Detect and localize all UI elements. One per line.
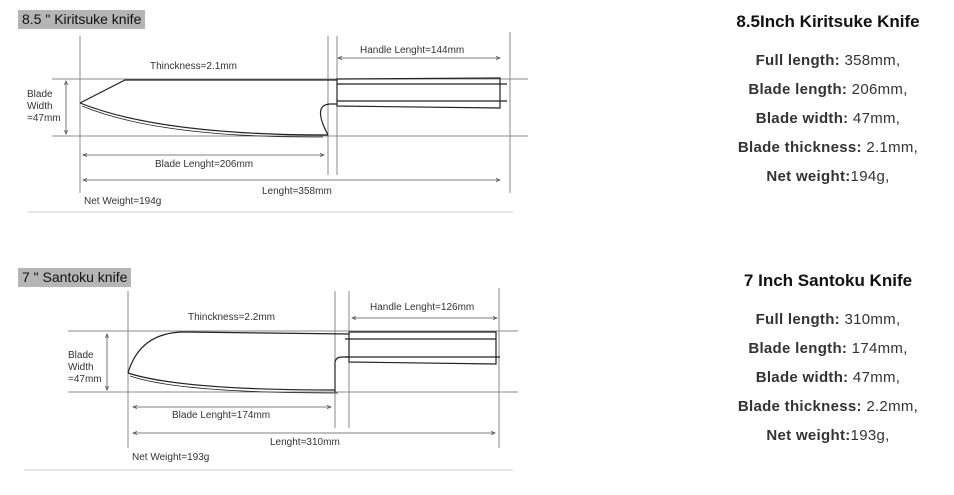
kiritsuke-dimension-arrows bbox=[66, 58, 500, 180]
santoku-handle-length-label: Handle Lenght=126mm bbox=[370, 302, 475, 313]
kiritsuke-blade-length-label: Blade Lenght=206mm bbox=[155, 159, 254, 170]
blade-width-line: =47mm bbox=[27, 113, 61, 124]
kiritsuke-length-label: Lenght=358mm bbox=[262, 186, 332, 197]
kiritsuke-knife-outline bbox=[79, 77, 507, 138]
santoku-dimension-arrows bbox=[107, 318, 497, 433]
santoku-net-weight-label: Net Weight=193g bbox=[132, 452, 210, 463]
spec-value: 193g, bbox=[850, 427, 890, 444]
spec-value: 2.2mm, bbox=[861, 398, 919, 415]
spec-label: Blade thickness: bbox=[737, 398, 862, 415]
blade-width-line: Width bbox=[68, 362, 94, 373]
spec-label: Blade width: bbox=[755, 369, 849, 386]
kiritsuke-spec-panel: 8.5Inch Kiritsuke Knife Full length: 358… bbox=[700, 11, 954, 191]
spec-label: Net weight: bbox=[766, 427, 851, 444]
spec-row: Net weight:193g, bbox=[700, 421, 954, 450]
spec-value: 194g, bbox=[850, 168, 890, 185]
blade-width-line: Width bbox=[27, 101, 53, 112]
santoku-spec-panel: 7 Inch Santoku Knife Full length: 310mm,… bbox=[700, 270, 954, 450]
spec-row: Blade thickness: 2.2mm, bbox=[700, 392, 954, 421]
spec-value: 206mm, bbox=[847, 81, 908, 98]
spec-value: 174mm, bbox=[847, 340, 908, 357]
kiritsuke-net-weight-label: Net Weight=194g bbox=[84, 196, 162, 207]
santoku-guides bbox=[24, 288, 518, 471]
kiritsuke-handle-length-label: Handle Lenght=144mm bbox=[360, 45, 465, 56]
kiritsuke-diagram-title: 8.5 " Kiritsuke knife bbox=[18, 10, 146, 29]
spec-value: 47mm, bbox=[848, 110, 901, 127]
spec-value: 47mm, bbox=[848, 369, 901, 386]
santoku-knife-outline bbox=[127, 331, 500, 394]
blade-width-line: Blade bbox=[27, 89, 53, 100]
santoku-thickness-label: Thinckness=2.2mm bbox=[188, 312, 275, 323]
spec-value: 310mm, bbox=[839, 311, 901, 328]
spec-label: Full length: bbox=[755, 52, 840, 69]
spec-title: 8.5Inch Kiritsuke Knife bbox=[736, 12, 920, 31]
spec-row: Full length: 310mm, bbox=[700, 305, 954, 334]
santoku-length-label: Lenght=310mm bbox=[270, 437, 340, 448]
spec-label: Blade length: bbox=[748, 340, 848, 357]
spec-row: Blade width: 47mm, bbox=[700, 104, 954, 133]
spec-row: Blade width: 47mm, bbox=[700, 363, 954, 392]
blade-width-line: =47mm bbox=[68, 374, 102, 385]
spec-value: 2.1mm, bbox=[861, 139, 919, 156]
spec-row: Blade length: 206mm, bbox=[700, 75, 954, 104]
kiritsuke-blade-width-label: Blade Width =47mm bbox=[27, 89, 61, 125]
santoku-diagram-title: 7 " Santoku knife bbox=[18, 268, 132, 287]
spec-label: Net weight: bbox=[766, 168, 851, 185]
spec-row: Full length: 358mm, bbox=[700, 46, 954, 75]
spec-value: 358mm, bbox=[839, 52, 901, 69]
spec-label: Full length: bbox=[755, 311, 840, 328]
kiritsuke-thickness-label: Thinckness=2.1mm bbox=[150, 61, 237, 72]
spec-row: Blade length: 174mm, bbox=[700, 334, 954, 363]
santoku-blade-width-label: Blade Width =47mm bbox=[68, 350, 102, 386]
blade-width-line: Blade bbox=[68, 350, 94, 361]
spec-label: Blade width: bbox=[755, 110, 849, 127]
spec-label: Blade thickness: bbox=[737, 139, 862, 156]
spec-label: Blade length: bbox=[748, 81, 848, 98]
spec-title: 7 Inch Santoku Knife bbox=[743, 271, 913, 290]
spec-row: Net weight:194g, bbox=[700, 162, 954, 191]
santoku-blade-length-label: Blade Lenght=174mm bbox=[172, 410, 271, 421]
kiritsuke-guides bbox=[28, 32, 528, 213]
spec-row: Blade thickness: 2.1mm, bbox=[700, 133, 954, 162]
